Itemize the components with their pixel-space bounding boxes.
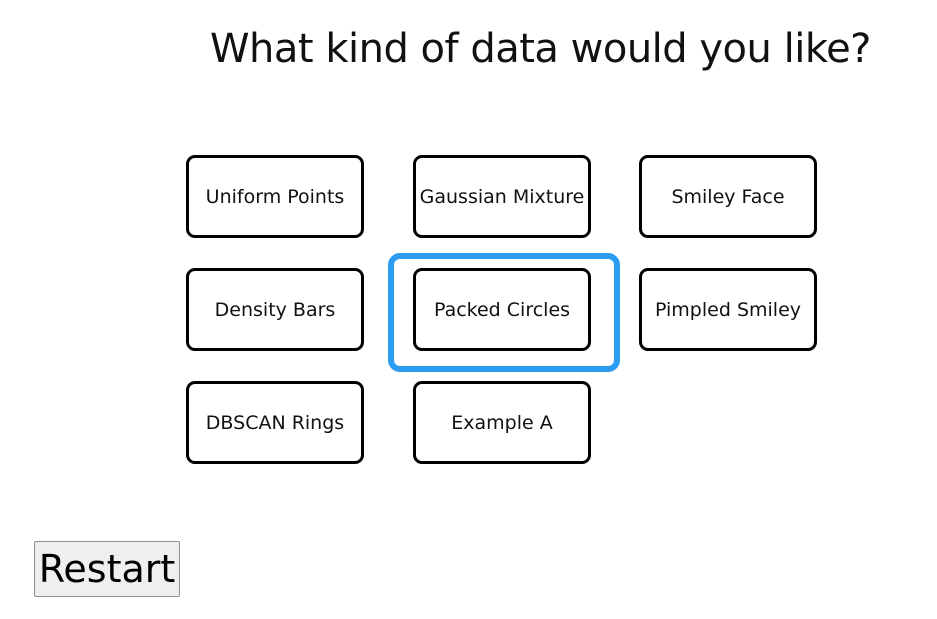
option-density-bars[interactable]: Density Bars [186, 268, 364, 351]
option-dbscan-rings[interactable]: DBSCAN Rings [186, 381, 364, 464]
restart-button[interactable]: Restart [34, 541, 180, 597]
option-smiley-face[interactable]: Smiley Face [639, 155, 817, 238]
option-pimpled-smiley[interactable]: Pimpled Smiley [639, 268, 817, 351]
option-packed-circles[interactable]: Packed Circles [413, 268, 591, 351]
option-example-a[interactable]: Example A [413, 381, 591, 464]
page-title: What kind of data would you like? [210, 26, 871, 72]
option-uniform-points[interactable]: Uniform Points [186, 155, 364, 238]
option-gaussian-mixture[interactable]: Gaussian Mixture [413, 155, 591, 238]
dataset-options-grid: Uniform Points Gaussian Mixture Smiley F… [186, 155, 826, 475]
